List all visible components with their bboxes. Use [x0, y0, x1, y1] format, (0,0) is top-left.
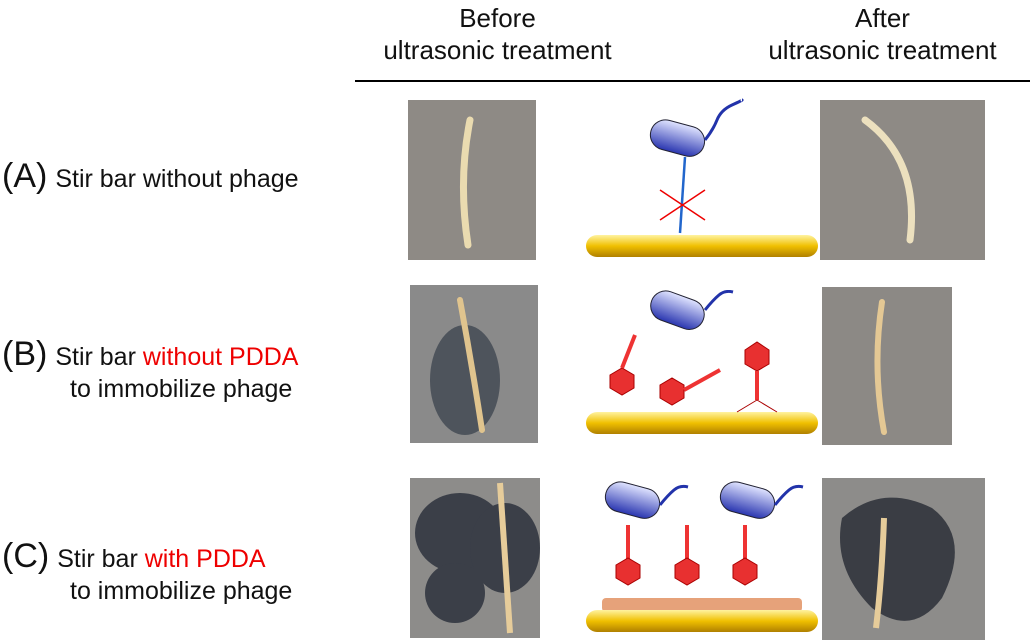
diagram-b: [586, 290, 818, 434]
stir-bar: [586, 412, 818, 434]
phage-icon: [674, 525, 700, 586]
pdda-layer: [602, 598, 802, 612]
row-text: Stir bar: [55, 343, 143, 371]
row-a-label: (A)Stir bar without phage: [2, 157, 299, 195]
row-text: Stir bar without phage: [55, 165, 299, 193]
diagram-c: [586, 481, 818, 632]
row-letter: (C): [2, 537, 50, 575]
row-letter: (A): [2, 157, 48, 195]
row-text-highlight: without PDDA: [142, 343, 299, 371]
stir-bar: [586, 235, 818, 257]
phage-icon: [732, 525, 758, 586]
stir-bar: [586, 610, 818, 632]
row-text-highlight: with PDDA: [144, 545, 266, 573]
arrow-icon: [678, 156, 687, 234]
photo-c-after: [822, 478, 985, 640]
row-b-label: (B)Stir bar without PDDA to immobilize ph…: [2, 335, 299, 405]
header-after-line2: ultrasonic treatment: [768, 35, 997, 65]
cross-icon: [659, 189, 706, 221]
header-before-line2: ultrasonic treatment: [383, 35, 612, 65]
phage-icon: [609, 334, 637, 396]
header-before-line1: Before: [459, 3, 536, 33]
row-text-line2: to immobilize phage: [70, 577, 293, 605]
row-c-label: (C)Stir bar with PDDA to immobilize phage: [2, 537, 293, 607]
row-text: Stir bar: [57, 545, 145, 573]
phage-icon: [615, 525, 641, 586]
photo-a-after: [820, 100, 985, 260]
diagram-a: [586, 98, 818, 257]
phage-icon: [736, 341, 778, 413]
bacteria-icon: [604, 481, 689, 519]
bacteria-icon: [649, 98, 744, 157]
photo-a-before: [408, 100, 536, 260]
photo-b-before: [410, 285, 538, 443]
row-letter: (B): [2, 335, 48, 373]
photo-b-after: [822, 287, 952, 445]
header-after-line1: After: [855, 3, 910, 33]
phage-icon: [659, 368, 721, 406]
photo-c-before: [410, 478, 540, 638]
header-divider: [355, 80, 1030, 82]
row-text-line2: to immobilize phage: [70, 375, 293, 403]
bacteria-icon: [719, 481, 804, 519]
bacteria-icon: [650, 290, 734, 330]
